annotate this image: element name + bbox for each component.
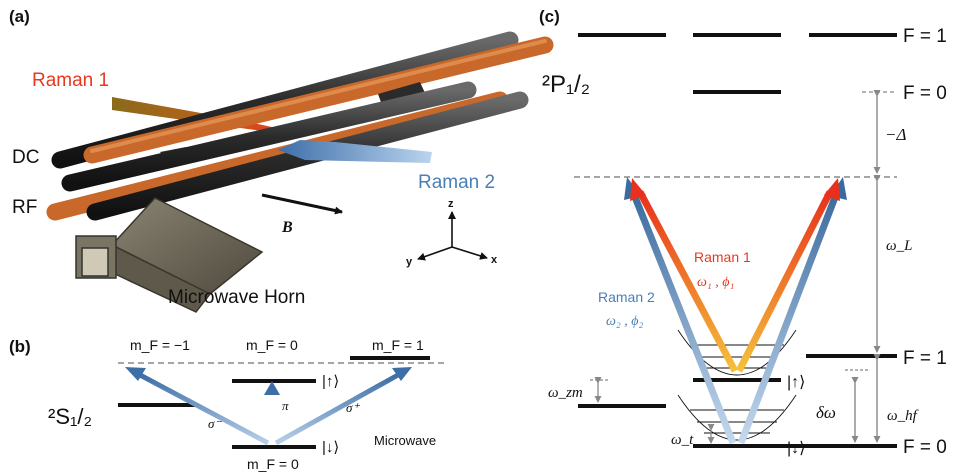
up-state-label: |↑⟩ (787, 374, 805, 391)
axis-x-arrow (451, 246, 488, 260)
mf-0-label: m_F = 0 (246, 337, 298, 353)
sigma-plus-arrowhead (392, 367, 412, 381)
detuning-label: −Δ (885, 125, 906, 144)
panel-b-label: (b) (9, 337, 31, 356)
mf-0-bottom-label: m_F = 0 (247, 456, 299, 472)
rf-rod-back (83, 36, 554, 164)
p-f1-label: F = 1 (903, 26, 947, 47)
lower-well (677, 394, 797, 441)
omega-zm-label: ω_zm (548, 385, 583, 401)
b-field-arrow (261, 193, 343, 215)
raman2-arrow-left (629, 190, 737, 445)
sigma-minus-label: σ⁻ (208, 416, 222, 431)
s-level-label: ²S₁/₂ (48, 404, 92, 429)
raman1-label: Raman 1 (32, 70, 109, 91)
omega-hf-label: ω_hf (887, 408, 919, 424)
delta-omega-label: δω (816, 403, 836, 422)
axis-y-label: y (406, 256, 413, 268)
raman2-label: Raman 2 (598, 289, 655, 305)
axis-triad: z x y (406, 198, 498, 268)
up-state-label: |↑⟩ (322, 373, 339, 390)
raman2-params: ω₂ , ϕ₂ (606, 314, 643, 329)
down-state-label: |↓⟩ (322, 439, 339, 456)
omega-t-label: ω_t (671, 432, 694, 448)
dc-rod-front (61, 81, 477, 192)
dc-needle-right (378, 82, 425, 105)
axis-y-arrow (417, 246, 453, 261)
microwave-label: Microwave (374, 433, 436, 448)
s-f1-label: F = 1 (903, 348, 947, 369)
sigma-plus-arrow (274, 372, 400, 446)
b-field-label: B (281, 219, 293, 236)
omega-l-label: ω_L (886, 238, 912, 254)
axis-x-label: x (491, 254, 498, 266)
raman1-arrow-left (636, 190, 739, 373)
sigma-plus-label: σ⁺ (346, 400, 360, 415)
s-f0-label: F = 0 (903, 437, 947, 458)
panel-c-label: (c) (539, 7, 560, 26)
raman1-label: Raman 1 (694, 249, 751, 265)
raman1-arrow-right (735, 190, 834, 373)
rf-label: RF (12, 197, 37, 218)
p-level-label: ²P₁/₂ (542, 71, 590, 98)
panel-a-label: (a) (9, 7, 30, 26)
pi-label: π (282, 398, 289, 413)
p-f0-label: F = 0 (903, 83, 947, 104)
pi-arrowhead (264, 381, 280, 395)
raman1-arrowhead-right (824, 178, 840, 201)
horn-flange (81, 247, 109, 277)
panel-c: (c) F = 1 F = 0 ²P₁/₂ −Δ ω_L F = 1 |↑⟩ |… (539, 7, 947, 458)
axis-z-label: z (448, 198, 454, 210)
down-state-label: |↓⟩ (787, 440, 805, 457)
harmonic-wells (677, 329, 797, 441)
sigma-minus-arrow (138, 372, 270, 446)
panel-a: (a) Raman 1 Raman 2 DC RF Microwave Horn… (9, 7, 554, 313)
raman1-params: ω₁ , ϕ₁ (697, 275, 734, 290)
horn-label: Microwave Horn (168, 287, 305, 308)
panel-b: (b) m_F = −1 m_F = 0 m_F = 1 |↑⟩ |↓⟩ π σ… (9, 337, 448, 472)
raman2-arrow-right (737, 190, 841, 445)
sigma-minus-arrowhead (125, 367, 146, 381)
raman2-label: Raman 2 (418, 172, 495, 193)
dc-label: DC (12, 147, 39, 168)
mf-minus1-label: m_F = −1 (130, 337, 190, 353)
raman1-arrowhead-left (630, 178, 646, 201)
raman2-beam (278, 140, 432, 163)
mf-1-label: m_F = 1 (372, 337, 424, 353)
rf-rod-back-highlight (90, 39, 547, 153)
